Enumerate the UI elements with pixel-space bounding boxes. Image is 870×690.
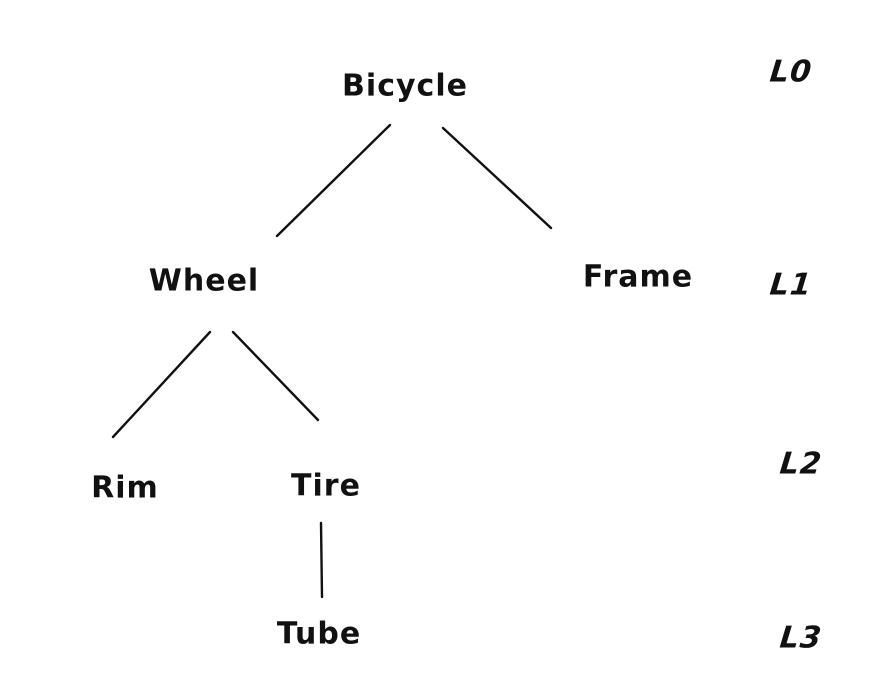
tree-node-wheel: Wheel (148, 263, 260, 299)
level-label-l1: L1 (768, 267, 814, 303)
tree-node-bicycle: Bicycle (342, 68, 468, 104)
edge-bicycle-frame (441, 126, 553, 230)
level-label-l0: L0 (768, 54, 814, 90)
edge-wheel-tire (231, 330, 320, 422)
tree-node-rim: Rim (91, 470, 159, 506)
edge-wheel-rim (111, 330, 212, 439)
tree-node-tire: Tire (291, 468, 361, 504)
edge-tire-tube (319, 521, 324, 599)
tree-node-tube: Tube (276, 616, 362, 652)
edge-bicycle-wheel (275, 123, 392, 238)
tree-node-frame: Frame (582, 259, 694, 295)
level-label-l3: L3 (778, 620, 824, 656)
level-label-l2: L2 (778, 446, 824, 482)
